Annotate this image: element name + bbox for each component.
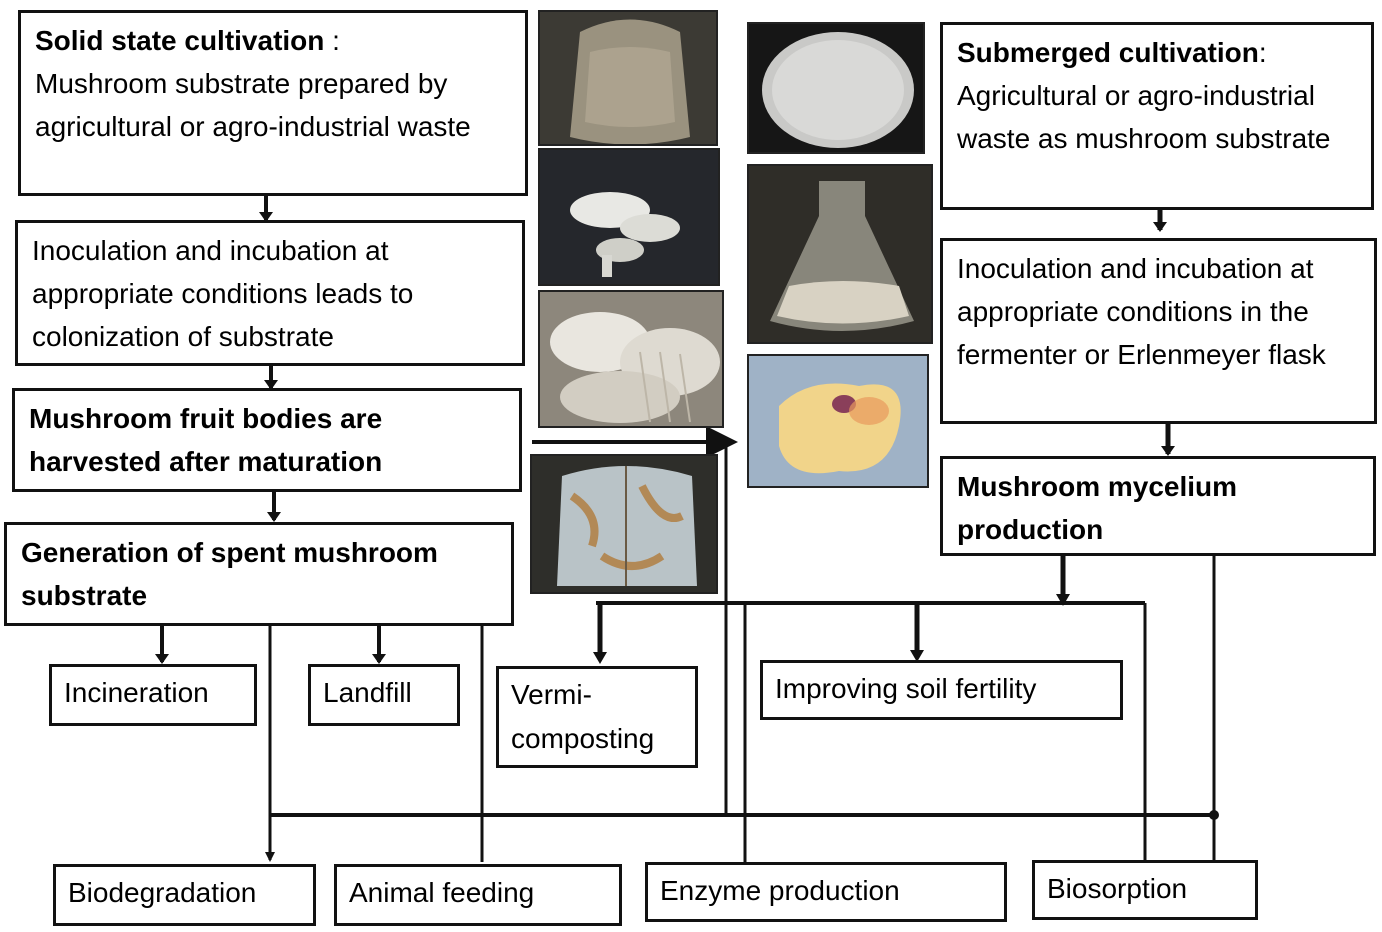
oyster-mushrooms-photo (538, 290, 724, 428)
solid-state-colon: : (324, 25, 340, 56)
inoculation-submerged-text: Inoculation and incubation at appropriat… (957, 253, 1326, 370)
animal-feeding-text: Animal feeding (349, 877, 535, 908)
inoculation-submerged-box: Inoculation and incubation at appropriat… (940, 238, 1377, 424)
soil-fertility-text: Improving soil fertility (775, 673, 1037, 704)
solid-state-description: Mushroom substrate prepared by agricultu… (35, 68, 471, 142)
vermicomposting-box: Vermi-composting (496, 666, 698, 768)
erlenmeyer-flask-photo (747, 164, 933, 344)
biosorption-box: Biosorption (1032, 860, 1258, 920)
incineration-text: Incineration (64, 677, 209, 708)
landfill-box: Landfill (308, 664, 460, 726)
spent-substrate-box: Generation of spent mushroom substrate (4, 522, 514, 626)
fruit-bodies-text: Mushroom fruit bodies are harvested afte… (29, 403, 383, 477)
biosorption-text: Biosorption (1047, 873, 1188, 904)
submerged-title: Submerged cultivation (957, 37, 1259, 68)
mycelium-production-text: Mushroom mycelium production (957, 471, 1238, 545)
solid-state-cultivation-box: Solid state cultivation : Mushroom subst… (18, 10, 528, 196)
soil-fertility-box: Improving soil fertility (760, 660, 1123, 720)
enzyme-production-text: Enzyme production (660, 875, 900, 906)
submerged-cultivation-box: Submerged cultivation: Agricultural or a… (940, 22, 1374, 210)
landfill-text: Landfill (323, 677, 412, 708)
mycelium-production-box: Mushroom mycelium production (940, 456, 1376, 556)
incineration-box: Incineration (49, 664, 257, 726)
submerged-colon: : (1258, 37, 1267, 68)
enzyme-production-box: Enzyme production (645, 862, 1007, 922)
submerged-description: Agricultural or agro-industrial waste as… (957, 80, 1331, 154)
substrate-bag-photo (538, 10, 718, 146)
mycelium-biomass-photo (747, 354, 929, 488)
vermicomposting-text: Vermi-composting (511, 679, 655, 754)
inoculation-solid-text: Inoculation and incubation at appropriat… (32, 235, 414, 352)
biodegradation-box: Biodegradation (53, 864, 316, 926)
young-mushroom-bag-photo (538, 148, 720, 286)
biodegradation-text: Biodegradation (68, 877, 257, 908)
petri-dish-mycelium-photo (747, 22, 925, 154)
solid-state-title: Solid state cultivation (35, 25, 325, 56)
animal-feeding-box: Animal feeding (334, 864, 622, 926)
spent-substrate-bag-photo (530, 454, 718, 594)
spent-substrate-text: Generation of spent mushroom substrate (21, 537, 438, 611)
fruit-bodies-box: Mushroom fruit bodies are harvested afte… (12, 388, 522, 492)
inoculation-solid-box: Inoculation and incubation at appropriat… (15, 220, 525, 366)
